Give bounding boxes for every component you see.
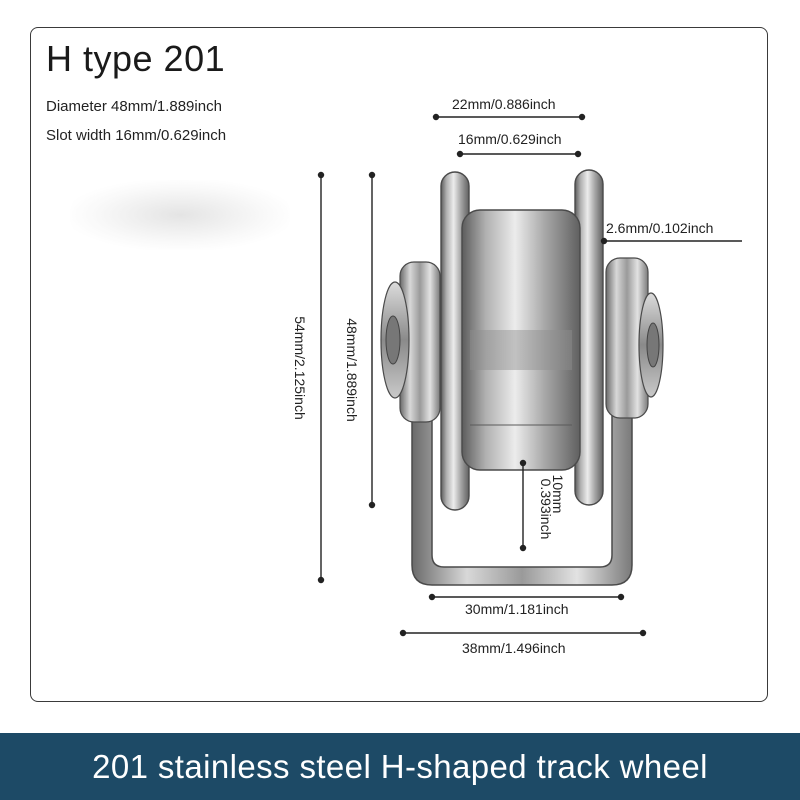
axle-nut-right bbox=[638, 292, 664, 398]
slot-width-spec: Slot width 16mm/0.629inch bbox=[46, 127, 227, 144]
overall-height-label: 54mm/2.125inch bbox=[292, 316, 308, 420]
top-outer-width-label: 22mm/0.886inch bbox=[452, 96, 556, 112]
diameter-spec: Diameter 48mm/1.889inch bbox=[46, 98, 222, 115]
plate-thickness-label: 2.6mm/0.102inch bbox=[606, 220, 714, 236]
u-bracket bbox=[399, 257, 649, 586]
wheel-diameter-label: 48mm/1.889inch bbox=[344, 318, 360, 422]
top-inner-width-label: 16mm/0.629inch bbox=[458, 131, 562, 147]
bracket-outer-width-label: 38mm/1.496inch bbox=[462, 640, 566, 656]
slot-depth-inch-label: 0.393inch bbox=[538, 478, 554, 540]
bracket-inner-width-label: 30mm/1.181inch bbox=[465, 601, 569, 617]
product-title: H type 201 bbox=[46, 38, 226, 79]
dimension-lines bbox=[317, 113, 742, 637]
faint-watermark bbox=[70, 180, 290, 250]
h-wheel bbox=[440, 169, 604, 511]
footer-banner bbox=[0, 733, 800, 800]
footer-caption: 201 stainless steel H-shaped track wheel bbox=[92, 748, 708, 785]
axle-nut-left bbox=[380, 281, 410, 399]
